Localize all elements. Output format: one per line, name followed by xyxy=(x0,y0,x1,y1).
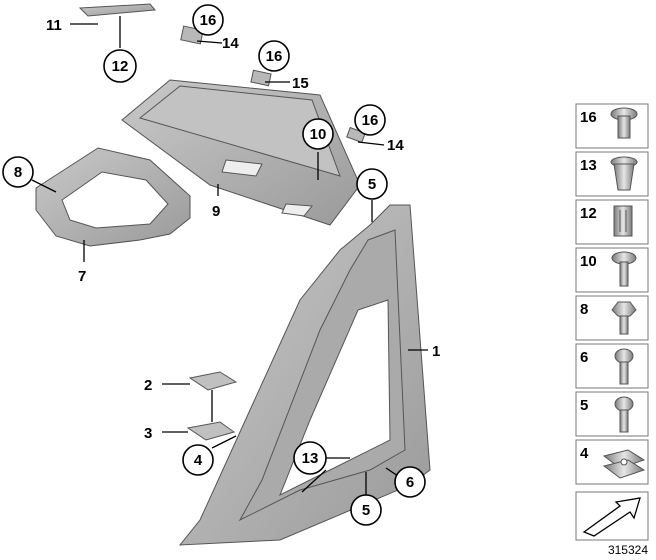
trim-strip-part xyxy=(78,3,156,17)
hex-screw-8-icon xyxy=(611,301,637,335)
callout-10: 10 xyxy=(310,126,327,143)
plug-clip-icon xyxy=(610,107,638,139)
callout-3: 3 xyxy=(144,425,152,442)
legend-item-8: 8 xyxy=(580,301,588,318)
callout-9: 9 xyxy=(212,203,220,220)
callout-15: 15 xyxy=(292,75,309,92)
console-frame-part xyxy=(35,147,191,247)
callout-4: 4 xyxy=(194,452,203,469)
legend-item-5: 5 xyxy=(580,397,588,414)
callout-2: 2 xyxy=(144,377,152,394)
legend-item-10: 10 xyxy=(580,253,597,270)
legend-item-16: 16 xyxy=(580,109,597,126)
callout-12: 12 xyxy=(112,58,129,75)
circled-callouts: 16 12 16 16 10 8 5 4 13 6 5 xyxy=(2,4,426,526)
bracket-parts xyxy=(186,371,238,441)
screw-5-icon xyxy=(614,396,634,433)
fastener-legend: 16 13 12 10 8 6 5 4 xyxy=(575,103,649,541)
callout-13: 13 xyxy=(302,450,319,467)
callout-7: 7 xyxy=(78,268,86,285)
legend-item-12: 12 xyxy=(580,205,597,222)
callout-5a: 5 xyxy=(368,176,376,193)
arrow-icon xyxy=(582,497,641,537)
legend-item-6: 6 xyxy=(580,349,588,366)
callout-14b: 14 xyxy=(387,137,404,154)
callout-14a: 14 xyxy=(222,35,239,52)
pillar-trim-part xyxy=(178,204,431,546)
leader-lines xyxy=(31,16,428,496)
callout-5b: 5 xyxy=(362,502,370,519)
bare-labels: 11 14 15 14 9 7 1 2 3 xyxy=(46,17,440,442)
spring-clip-icon xyxy=(613,205,633,237)
callout-16b: 16 xyxy=(266,48,283,65)
callout-1: 1 xyxy=(432,343,440,360)
legend-item-13: 13 xyxy=(580,157,597,174)
callout-16c: 16 xyxy=(362,112,379,129)
expanding-rivet-icon xyxy=(610,156,638,191)
screw-6-icon xyxy=(614,348,634,385)
headliner-panel-part xyxy=(121,79,361,226)
callout-11: 11 xyxy=(46,17,62,34)
legend-item-4: 4 xyxy=(580,445,589,462)
speed-nut-icon xyxy=(602,449,646,479)
document-number: 315324 xyxy=(608,543,648,557)
flange-screw-10-icon xyxy=(611,251,637,287)
callout-8: 8 xyxy=(14,164,22,181)
callout-16a: 16 xyxy=(200,12,217,29)
callout-6: 6 xyxy=(406,474,414,491)
